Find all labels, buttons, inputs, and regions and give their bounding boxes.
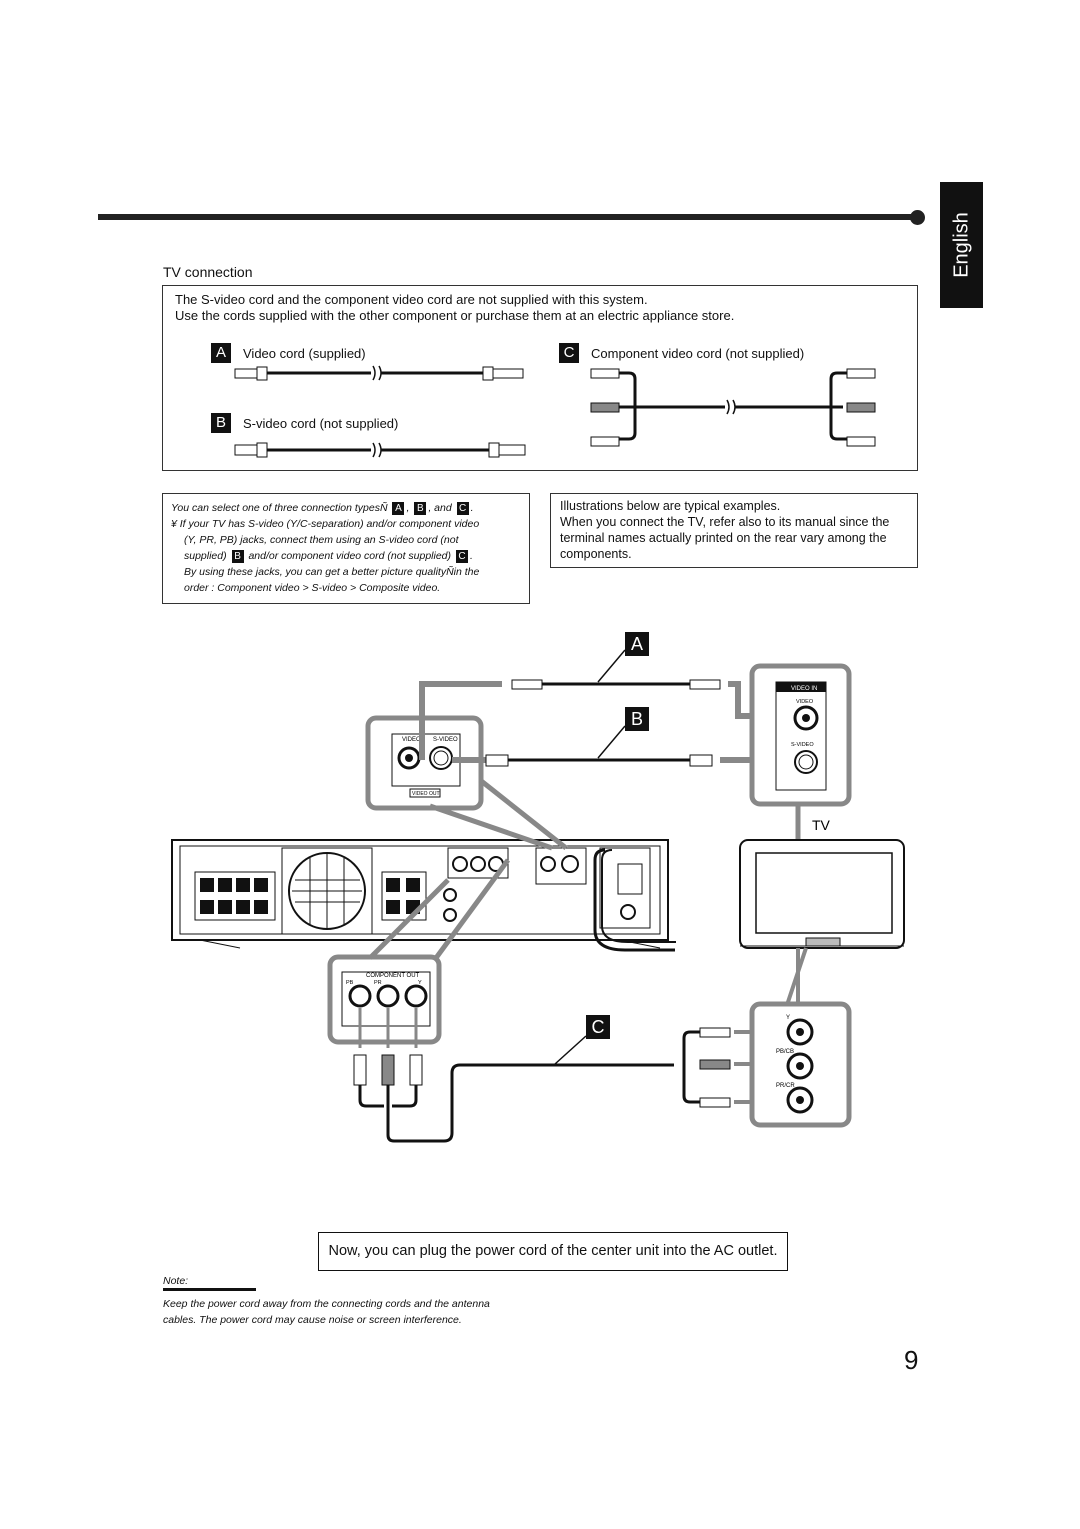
tip-line-4: supplied) B and/or component video cord … (184, 550, 473, 563)
examples-line-2: When you connect the TV, refer also to i… (560, 515, 890, 529)
connection-types-line: You can select one of three connection t… (171, 502, 474, 515)
header-rule-dot (910, 210, 925, 225)
diagram-badge-b: B (625, 707, 649, 731)
note-text-line-1: Keep the power cord away from the connec… (163, 1298, 490, 1310)
power-note-box: Now, you can plug the power cord of the … (318, 1232, 788, 1271)
comp-pr-label: PR (374, 980, 382, 986)
tv-video-in-label: VIDEO IN (791, 686, 817, 692)
note-text: Keep the power cord away from the connec… (163, 1296, 543, 1328)
mini-badge-a: A (392, 502, 405, 515)
mini-badge-c-2: C (455, 550, 468, 563)
cord-c-badge: C (559, 343, 579, 363)
examples-line-4: components. (560, 547, 632, 561)
cord-a-badge: A (211, 343, 231, 363)
tip-line-3: (Y, PR, PB) jacks, connect them using an… (184, 534, 459, 546)
tip-line-2: ¥ If your TV has S-video (Y/C-separation… (171, 516, 521, 532)
center-video-label: VIDEO (402, 737, 421, 743)
note-rule (163, 1288, 256, 1291)
examples-line-3: terminal names actually printed on the r… (560, 531, 887, 545)
diagram-badge-c: C (586, 1015, 610, 1039)
connection-types-and: , and (428, 502, 452, 514)
cord-a-label: A Video cord (supplied) (211, 343, 366, 363)
header-rule (98, 214, 918, 220)
cords-note-2: Use the cords supplied with the other co… (175, 308, 735, 323)
tv-pb-label: PB/CB (776, 1049, 794, 1055)
cord-a-illustration (234, 365, 524, 381)
tip-text-2: If your TV has S-video (Y/C-separation) … (179, 518, 480, 530)
component-out-label: COMPONENT OUT (366, 973, 420, 979)
language-tab: English (940, 182, 983, 308)
tv-video-label: VIDEO (796, 699, 814, 705)
tv-label: TV (812, 817, 831, 833)
mini-badge-b: B (414, 502, 427, 515)
center-unit-rear-panel (171, 839, 676, 952)
tv-video-in-callout: VIDEO IN VIDEO S-VIDEO (749, 663, 852, 807)
cords-box: The S-video cord and the component video… (162, 285, 918, 471)
cord-c-label: C Component video cord (not supplied) (559, 343, 804, 363)
connection-diagram: VIDEO S-VIDEO VIDEO OUT VIDEO IN VIDEO S… (171, 649, 905, 1143)
cord-b-label: B S-video cord (not supplied) (211, 413, 398, 433)
note-text-line-2: cables. The power cord may cause noise o… (163, 1314, 462, 1326)
cord-c-text: Component video cord (not supplied) (591, 345, 805, 361)
cords-illustration (234, 365, 876, 458)
comp-pb-label: PB (346, 980, 354, 986)
connection-types-box: You can select one of three connection t… (162, 493, 530, 604)
diagram-badge-a: A (625, 632, 649, 656)
tip-text-4a: supplied) (184, 550, 227, 562)
cords-note-1: The S-video cord and the component video… (175, 292, 648, 307)
comp-y-label: Y (418, 980, 422, 986)
center-video-out-label: VIDEO OUT (412, 791, 440, 797)
note-label: Note: (163, 1275, 189, 1287)
mini-badge-b-2: B (231, 550, 244, 563)
tv-illustration (739, 839, 905, 949)
mini-badge-c: C (456, 502, 469, 515)
center-svideo-label: S-VIDEO (433, 737, 458, 743)
tv-svideo-label: S-VIDEO (791, 742, 814, 748)
examples-line-1: Illustrations below are typical examples… (560, 499, 781, 513)
component-out-callout: COMPONENT OUT PB PR Y (327, 954, 442, 1045)
tv-component-in-callout: Y PB/CB PR/CR (749, 1001, 852, 1128)
cord-b-illustration (234, 442, 526, 458)
cord-b-text: S-video cord (not supplied) (243, 415, 399, 431)
cord-c-illustration (590, 368, 876, 447)
tv-pr-label: PR/CR (776, 1083, 795, 1089)
cord-b-badge: B (211, 413, 231, 433)
tip-bullet: ¥ (171, 518, 177, 530)
tip-line-6: order : Component video > S-video > Comp… (184, 582, 441, 594)
page-number: 9 (904, 1345, 919, 1375)
section-title: TV connection (163, 264, 253, 280)
tip-text-4c: and/or component video cord (not supplie… (248, 550, 452, 562)
examples-box: Illustrations below are typical examples… (550, 493, 918, 568)
tv-y-label: Y (786, 1015, 790, 1021)
cord-a-text: Video cord (supplied) (243, 345, 366, 361)
connection-types-text: You can select one of three connection t… (171, 502, 388, 514)
tip-line-5: By using these jacks, you can get a bett… (184, 566, 480, 578)
